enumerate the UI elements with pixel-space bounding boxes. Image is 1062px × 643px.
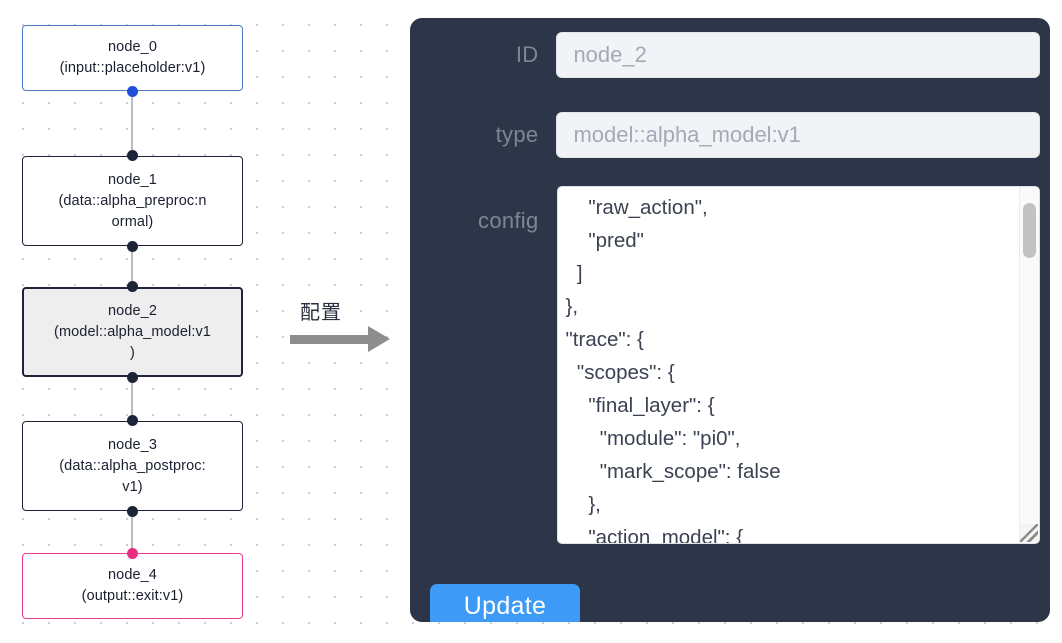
graph-node-node_0[interactable]: node_0 (input::placeholder:v1): [22, 25, 243, 91]
port-node2-output[interactable]: [126, 372, 138, 383]
port-node4-input[interactable]: [126, 548, 138, 559]
node-subtitle-line2: v1): [122, 478, 143, 495]
graph-node-node_4[interactable]: node_4 (output::exit:v1): [22, 553, 243, 619]
node-title: node_3: [108, 436, 157, 453]
config-scrollbar[interactable]: [1019, 187, 1039, 543]
node-subtitle-line2: ormal): [111, 213, 154, 230]
resize-grip-icon[interactable]: [1020, 524, 1038, 542]
edge-node1-node2: [131, 246, 133, 291]
graph-node-node_2[interactable]: node_2 (model::alpha_model:v1 ): [22, 287, 243, 377]
node-title: node_4: [107, 567, 157, 583]
node-subtitle-line1: (model::alpha_model:v1: [54, 323, 211, 340]
type-input[interactable]: model::alpha_model:v1: [556, 112, 1040, 158]
node-properties-panel: ID node_2 type model::alpha_model:v1 con…: [410, 18, 1050, 622]
edge-node0-node1: [131, 91, 133, 161]
graph-node-node_3[interactable]: node_3 (data::alpha_postproc: v1): [22, 421, 243, 511]
node-subtitle-line2: ): [130, 344, 135, 361]
graph-node-node_1[interactable]: node_1 (data::alpha_preproc:n ormal): [22, 156, 243, 246]
arrow-shaft-icon: [290, 335, 370, 344]
config-textarea-content[interactable]: "raw_action", "pred" ] }, "trace": { "sc…: [565, 196, 781, 544]
node-subtitle: (input::placeholder:v1): [59, 60, 206, 76]
edge-node2-node3: [131, 377, 133, 421]
config-scrollbar-thumb[interactable]: [1023, 203, 1036, 258]
update-button[interactable]: Update: [430, 584, 580, 622]
port-node3-output[interactable]: [126, 506, 138, 517]
config-textarea[interactable]: "raw_action", "pred" ] }, "trace": { "sc…: [556, 186, 1040, 544]
type-field-row: type model::alpha_model:v1: [430, 112, 1040, 158]
port-node2-input[interactable]: [126, 281, 138, 292]
node-subtitle: (output::exit:v1): [81, 588, 184, 604]
edge-node3-node4: [131, 511, 133, 550]
node-subtitle-line1: (data::alpha_postproc:: [59, 457, 206, 474]
node-title: node_1: [107, 171, 157, 188]
id-input[interactable]: node_2: [556, 32, 1040, 78]
port-node0-output[interactable]: [126, 86, 138, 97]
transition-arrow-group: 配置: [290, 296, 400, 360]
config-field-row: config "raw_action", "pred" ] }, "trace"…: [430, 186, 1040, 544]
id-field-row: ID node_2: [430, 32, 1040, 78]
arrow-head-icon: [368, 326, 390, 352]
node-graph-canvas[interactable]: node_0 (input::placeholder:v1) node_1 (d…: [0, 0, 400, 643]
transition-label: 配置: [300, 300, 342, 324]
port-node1-output[interactable]: [126, 241, 138, 252]
port-node3-input[interactable]: [126, 415, 138, 426]
node-title: node_2: [108, 302, 157, 319]
port-node1-input[interactable]: [126, 150, 138, 161]
config-field-label: config: [478, 208, 539, 233]
type-field-label: type: [495, 122, 539, 147]
node-title: node_0: [108, 39, 157, 55]
id-field-label: ID: [515, 42, 539, 67]
node-subtitle-line1: (data::alpha_preproc:n: [58, 192, 207, 209]
